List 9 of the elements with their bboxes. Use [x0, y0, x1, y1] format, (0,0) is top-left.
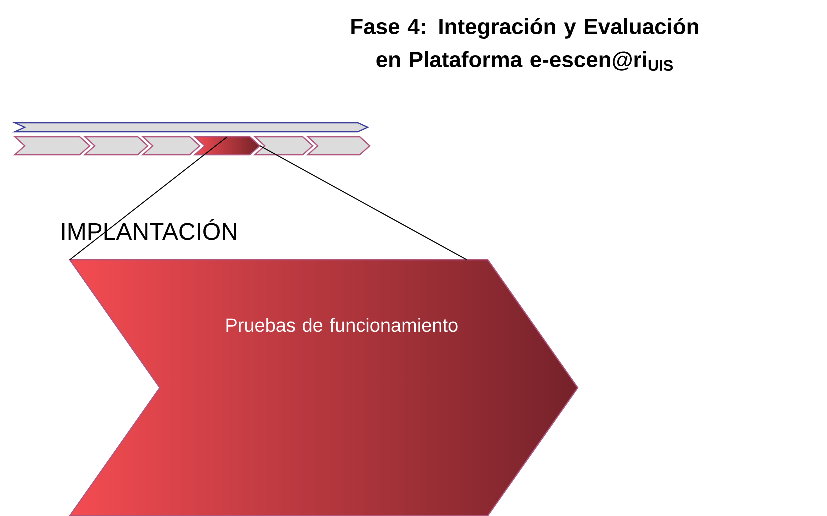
chevron-shape: [193, 136, 261, 156]
chevron-shape: [13, 136, 91, 156]
chevron-shape: [83, 136, 149, 156]
zoom-line: [260, 146, 468, 260]
title: Fase 4: Integración y Evaluación en Plataforma e-escen@ri$_{UIS}$: [352, 18, 698, 72]
chevron-shape: [253, 136, 314, 156]
chevron-shape: [141, 136, 201, 156]
chevron-shape: [12, 122, 370, 133]
chevron-shape: [306, 136, 371, 156]
